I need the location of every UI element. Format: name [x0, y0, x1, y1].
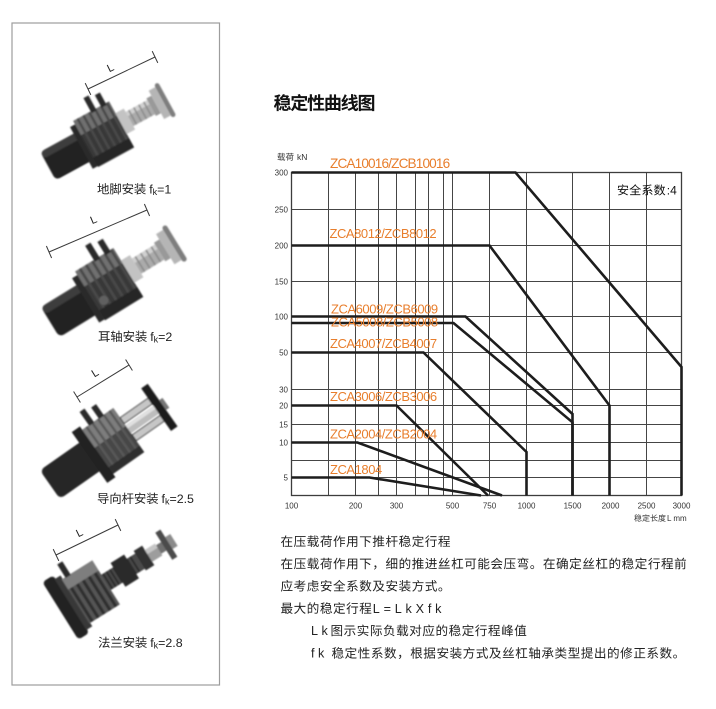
svg-text:5: 5 — [284, 473, 289, 482]
svg-text:fk=1: fk=1 — [149, 183, 171, 198]
svg-text:3000: 3000 — [673, 502, 691, 511]
svg-text:L: L — [74, 527, 85, 540]
svg-text:15: 15 — [279, 420, 288, 429]
svg-text:fk: fk — [311, 647, 328, 661]
svg-text:200: 200 — [275, 241, 289, 250]
svg-text:250: 250 — [275, 205, 289, 214]
svg-text:1000: 1000 — [518, 502, 536, 511]
svg-text:10: 10 — [279, 438, 288, 447]
svg-text:20: 20 — [279, 401, 288, 410]
svg-text:100: 100 — [285, 502, 299, 511]
svg-text:fk=2: fk=2 — [150, 330, 172, 345]
svg-text:ZCA2004/ZCB2004: ZCA2004/ZCB2004 — [330, 427, 437, 442]
svg-text:ZCA3006/ZCB3006: ZCA3006/ZCB3006 — [330, 389, 437, 404]
svg-text:fk=2.5: fk=2.5 — [162, 492, 195, 507]
svg-text:100: 100 — [275, 312, 289, 321]
svg-text:ZCA5008/ZCB5008: ZCA5008/ZCB5008 — [331, 315, 438, 330]
svg-text:Lk: Lk — [311, 624, 331, 638]
svg-text:300: 300 — [275, 168, 289, 177]
svg-text:fk=2.8: fk=2.8 — [150, 636, 183, 651]
svg-text:30: 30 — [279, 385, 288, 394]
svg-text:ZCA4007/ZCB4007: ZCA4007/ZCB4007 — [330, 336, 437, 351]
svg-text:ZCA10016/ZCB10016: ZCA10016/ZCB10016 — [330, 156, 450, 171]
svg-text:L: L — [105, 62, 116, 75]
svg-text:500: 500 — [446, 502, 460, 511]
svg-text:L=LkXfk: L=LkXfk — [373, 602, 445, 616]
svg-text:ZCA1804: ZCA1804 — [330, 462, 382, 477]
svg-text:2500: 2500 — [638, 502, 656, 511]
svg-text:50: 50 — [279, 348, 288, 357]
svg-text::4: :4 — [667, 184, 677, 198]
svg-text:300: 300 — [390, 502, 404, 511]
svg-text:2000: 2000 — [602, 502, 620, 511]
svg-text:L: L — [90, 367, 102, 380]
svg-text:ZCA8012/ZCB8012: ZCA8012/ZCB8012 — [330, 226, 437, 241]
svg-text:200: 200 — [349, 502, 363, 511]
svg-text:L mm: L mm — [667, 514, 687, 523]
svg-text:150: 150 — [275, 277, 289, 286]
svg-text:750: 750 — [483, 502, 497, 511]
svg-text:1500: 1500 — [564, 502, 582, 511]
svg-text:kN: kN — [297, 152, 307, 162]
svg-text:L: L — [89, 214, 99, 227]
svg-text:ZCA6009/ZCB6009: ZCA6009/ZCB6009 — [331, 302, 438, 317]
